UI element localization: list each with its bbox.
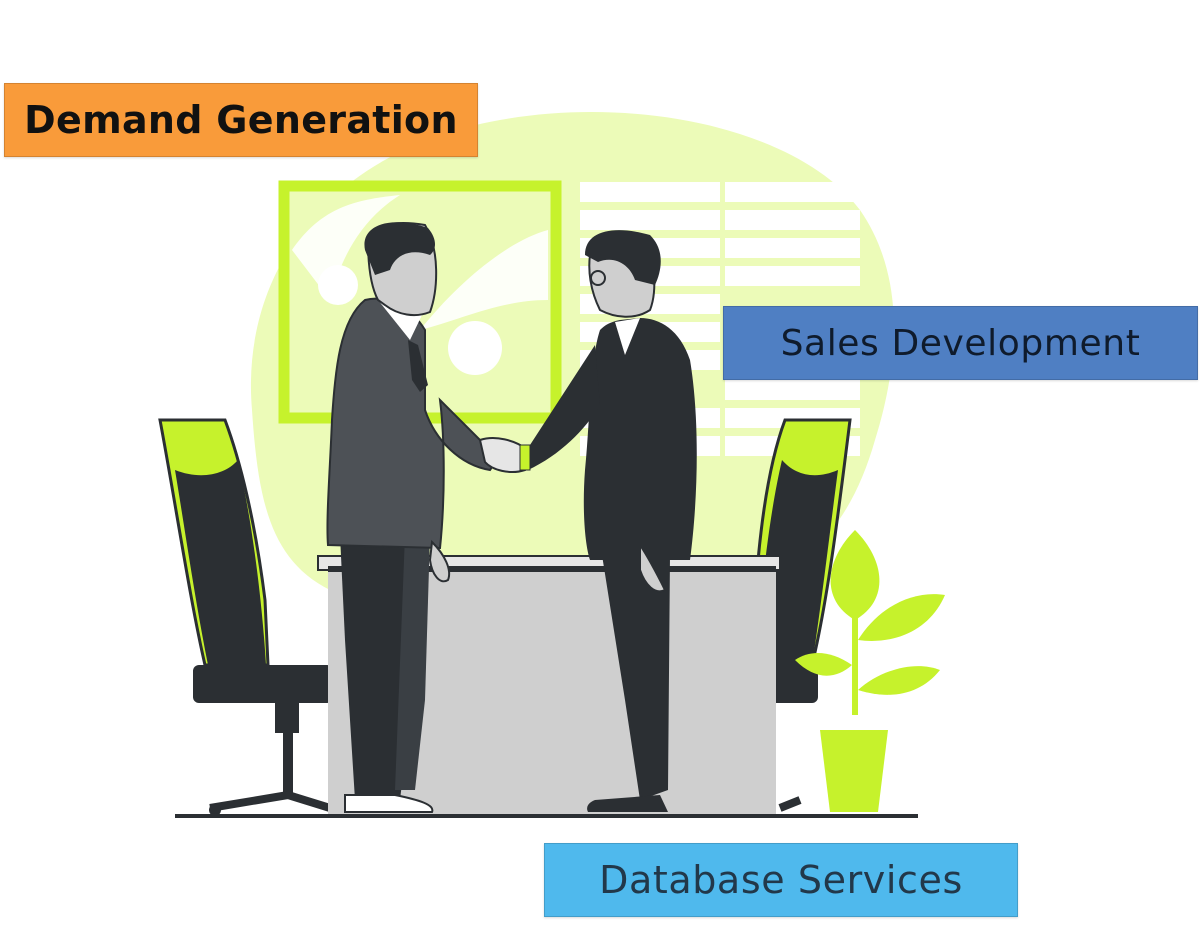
database-services-label: Database Services <box>544 843 1018 917</box>
left-businessman <box>326 222 502 813</box>
sales-development-label: Sales Development <box>723 306 1198 380</box>
left-office-chair <box>158 418 333 816</box>
plant <box>795 530 945 812</box>
demand-generation-label: Demand Generation <box>4 83 478 157</box>
right-office-chair <box>750 418 852 812</box>
right-businessman <box>520 230 697 812</box>
handshake-hands <box>478 437 531 473</box>
